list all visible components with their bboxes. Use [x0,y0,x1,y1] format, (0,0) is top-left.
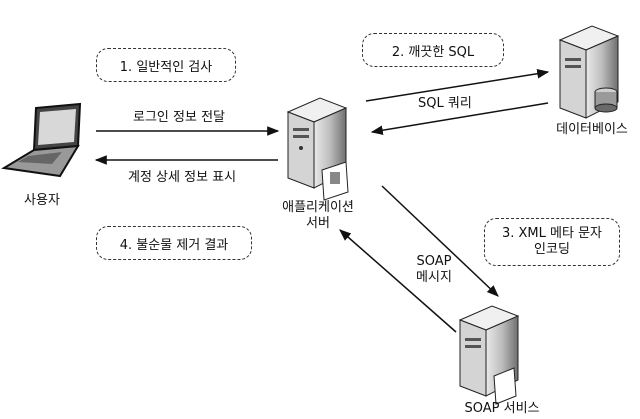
soap-request-arrow [381,185,499,297]
note-step3: 3. XML 메타 문자 인코딩 [484,218,620,266]
sql-request-arrow [365,68,550,102]
node-label-database: 데이터베이스 [556,122,628,137]
node-label-app-server-line2: 서버 [306,216,330,231]
server-icon [286,97,349,201]
node-label-app-server: 애플리케이션 서버 [282,200,354,232]
node-label-user: 사용자 [24,193,60,208]
edge-label-soap-message: SOAP 메시지 [416,254,452,286]
edge-label-login: 로그인 정보 전달 [133,110,225,125]
note-step1-text: 1. 일반적인 검사 [119,59,213,75]
soap-server-icon [458,305,520,405]
note-step3-text-line2: 인코딩 [534,242,570,257]
note-step2-text: 2. 깨끗한 SQL [391,44,475,60]
note-step1: 1. 일반적인 검사 [96,48,236,82]
note-step2: 2. 깨끗한 SQL [362,33,504,67]
soap-response-arrow [339,229,457,333]
note-step4: 4. 불순물 제거 결과 [96,226,252,260]
node-label-app-server-line1: 애플리케이션 [282,200,354,215]
edge-label-sql-query: SQL 쿼리 [418,96,472,111]
note-step4-text: 4. 불순물 제거 결과 [119,237,229,253]
edge-label-account: 계정 상세 정보 표시 [128,170,237,185]
laptop-icon [1,102,82,178]
sql-response-arrow [370,102,549,135]
database-server-icon [558,25,620,119]
edge-label-soap-line1: SOAP [416,254,452,269]
node-label-soap-service: SOAP 서비스 [464,401,540,416]
edge-label-soap-line2: 메시지 [416,270,452,285]
note-step3-text-line1: 3. XML 메타 문자 [501,226,602,241]
